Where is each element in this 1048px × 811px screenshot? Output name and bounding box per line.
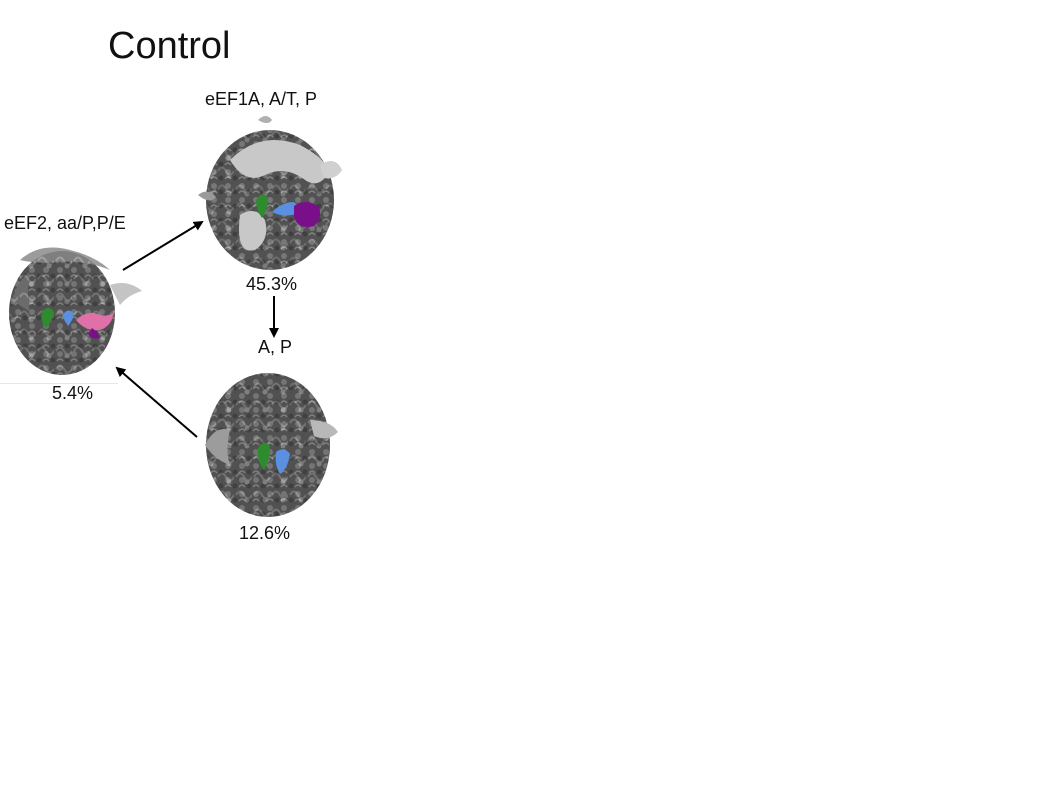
state-label-eef1a: eEF1A, A/T, P bbox=[205, 89, 318, 109]
state-label-eef2: eEF2, aa/P,P/E bbox=[4, 213, 126, 233]
divider-line bbox=[0, 383, 118, 384]
ribosome-map-eef1a bbox=[198, 116, 342, 270]
figure-title: Control bbox=[108, 25, 231, 67]
percent-eef1a: 45.3% bbox=[246, 274, 298, 294]
percent-eef2: 5.4% bbox=[52, 383, 94, 403]
percent-ap: 12.6% bbox=[239, 523, 291, 543]
arrow-ap-to-eef2 bbox=[115, 366, 198, 438]
state-label-ap: A, P bbox=[258, 337, 293, 357]
ribosome-map-eef2 bbox=[9, 247, 142, 375]
arrow-eef2-to-eef1a bbox=[122, 220, 204, 271]
ribosome-map-ap bbox=[205, 373, 338, 517]
